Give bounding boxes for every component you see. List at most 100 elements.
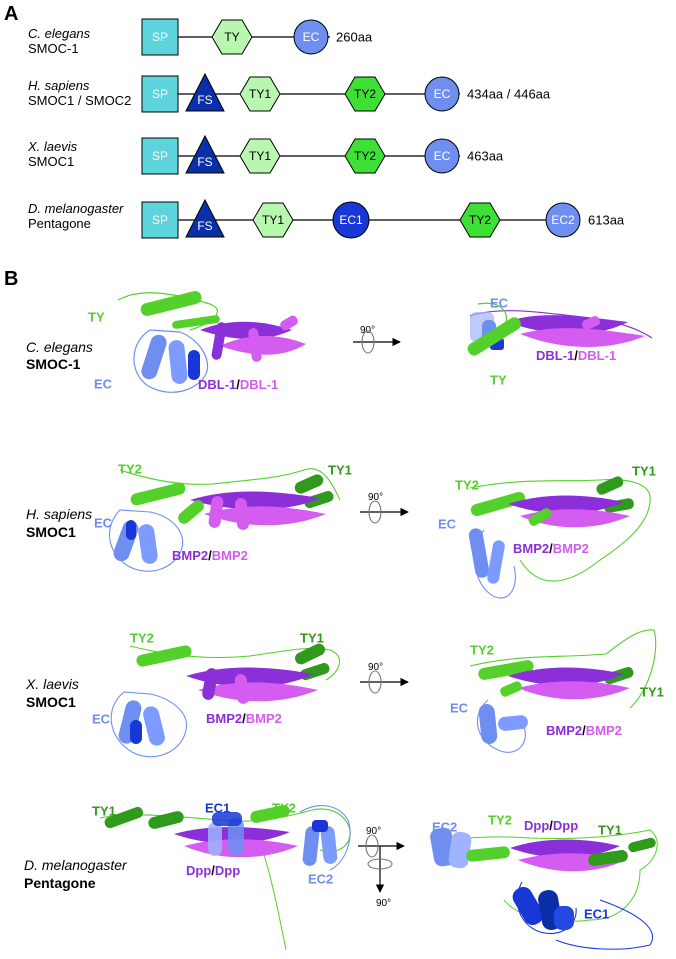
ty1-domain-label: TY1 [249, 149, 271, 163]
protein-name: SMOC-1 [28, 41, 79, 56]
ec1-helix-dark [212, 812, 242, 826]
ty-loop [119, 468, 341, 501]
rotation-degree: 90° [366, 826, 381, 837]
tail-loop [261, 847, 287, 951]
ligand-helix [208, 496, 224, 528]
domain-row-c-elegans: C. elegans SMOC-1 SP TY EC 260aa [28, 18, 373, 56]
ligand-sheet-a [508, 495, 624, 514]
ty1-helix [104, 806, 144, 829]
species-name: H. sapiens [28, 78, 90, 93]
ligand-helix [248, 328, 262, 362]
ty-label: TY [88, 310, 105, 325]
domain-row-d-melanogaster: D. melanogaster Pentagone SP FS TY1 EC1 … [28, 198, 625, 239]
ec1-helix [228, 818, 244, 856]
ec2-domain-label: EC2 [551, 213, 575, 227]
protein-length: 260aa [336, 30, 373, 45]
structure-row-x-laevis: X. laevis SMOC1 TY2 TY1 EC BMP2/BMP2 [25, 629, 664, 758]
ty1-helix [295, 643, 325, 665]
ec-label: EC [438, 517, 457, 532]
ec-loop [133, 329, 209, 393]
ec-label: EC [450, 701, 469, 716]
ligand-sheet-a [508, 667, 624, 686]
structure-row-d-melanogaster: D. melanogaster Pentagone TY1 EC1 TY [24, 801, 658, 951]
ligand-label: Dpp/Dpp [524, 818, 578, 833]
panel-a-letter: A [4, 3, 18, 25]
ty1-helix [148, 811, 184, 829]
sp-domain [141, 75, 179, 113]
ligand-helix [211, 322, 227, 360]
ec-loop [108, 509, 184, 572]
ty1-label: TY1 [328, 463, 352, 478]
sp-domain [141, 18, 179, 56]
ty1-domain-label: TY1 [249, 87, 271, 101]
rotation-degree: 90° [368, 662, 383, 673]
ec-helix-dark [130, 720, 142, 744]
ty-loop [469, 629, 657, 709]
ec-loop [110, 691, 187, 758]
ty2-domain [459, 202, 501, 238]
ligand-label: Dpp/Dpp [186, 863, 240, 878]
ec-helix [168, 340, 188, 384]
ty1-helix [628, 837, 656, 853]
ec-domain [424, 76, 460, 112]
ty1-label: TY1 [300, 631, 324, 646]
ty2-helix [130, 482, 186, 506]
species-name: D. melanogaster [28, 201, 124, 216]
structure-right: TY2 TY1 EC BMP2/BMP2 [450, 629, 664, 753]
ec2-helix-dark [312, 820, 328, 832]
ty2-domain-label: TY2 [354, 87, 376, 101]
structure-left: TY EC DBL-1/DBL-1 [88, 290, 306, 393]
ec1-helix [512, 886, 544, 926]
fs-domain [185, 134, 225, 174]
species-name: C. elegans [26, 339, 93, 355]
ec-label: EC [94, 377, 113, 392]
ec-helix [468, 528, 490, 578]
ty-loop [439, 829, 658, 922]
ec-label: EC [490, 296, 509, 311]
ligand-label: DBL-1/DBL-1 [536, 348, 616, 363]
ec-helix [118, 700, 142, 744]
ty2-label: TY2 [272, 801, 296, 816]
panel-a: A C. elegans SMOC-1 SP TY EC 260aa H. sa… [4, 3, 625, 239]
ec-domain-label: EC [434, 87, 451, 101]
structure-left: TY1 EC1 TY2 EC2 Dpp/Dpp [92, 801, 351, 951]
second-rotation-degree: 90° [376, 898, 391, 909]
protein-name: SMOC1 [28, 154, 74, 169]
ty1-helix [300, 662, 330, 681]
ec-label: EC [94, 516, 113, 531]
ty1-domain-label: TY1 [262, 213, 284, 227]
ligand-strand [582, 316, 600, 330]
rotation-indicator: 90° [353, 325, 401, 354]
sp-domain-label: SP [152, 149, 168, 163]
ligand-sheet-a [186, 667, 314, 688]
ec1-domain [332, 201, 370, 239]
ec1-helix [208, 822, 222, 856]
ec2-helix [448, 831, 472, 869]
protein-length: 463aa [467, 149, 504, 164]
ty-helix [467, 317, 521, 356]
ty1-helix [596, 476, 624, 495]
protein-length: 613aa [588, 213, 625, 228]
ty2-label: TY2 [488, 813, 512, 828]
ec1-label: EC1 [584, 907, 609, 922]
protein-name: Pentagone [28, 216, 91, 231]
domain-row-h-sapiens: H. sapiens SMOC1 / SMOC2 SP FS TY1 TY2 E… [28, 72, 551, 113]
ty2-domain [344, 138, 386, 174]
rotation-ellipse [365, 834, 379, 858]
ty2-label: TY2 [455, 478, 479, 493]
species-name: X. laevis [25, 676, 79, 692]
ec-helix-dark [126, 520, 136, 540]
ty1-label: TY1 [640, 685, 664, 700]
ligand-label: BMP2/BMP2 [513, 541, 589, 556]
ty2-helix [466, 846, 510, 862]
ligand-sheet-b [520, 328, 645, 347]
sp-domain [141, 201, 179, 239]
structure-left: TY2 TY1 EC BMP2/BMP2 [92, 631, 341, 758]
ty2-domain-label: TY2 [469, 213, 491, 227]
ec-domain-label: EC [434, 149, 451, 163]
ty-helix [172, 315, 220, 329]
ligand-label: BMP2/BMP2 [546, 723, 622, 738]
ty1-label: TY1 [598, 823, 622, 838]
ec-helix [143, 706, 165, 746]
ligand-sheet-b [198, 682, 318, 702]
